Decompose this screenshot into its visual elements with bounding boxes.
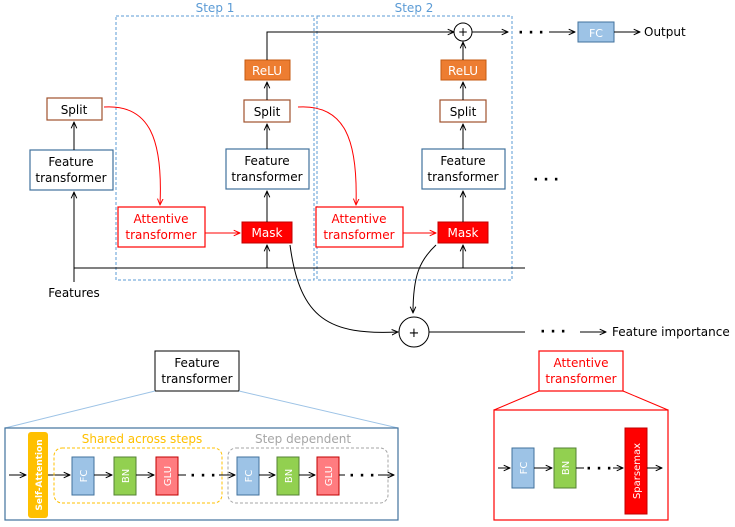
attentive-transformer-label-1a: Attentive <box>134 212 189 226</box>
ft-fc-label-1: FC <box>79 470 90 483</box>
arrow-split1-at2 <box>297 106 356 205</box>
detail-feature-zoom-left <box>4 390 156 429</box>
step-continue-ellipsis: · · · <box>533 172 559 188</box>
detail-attentive-title-b: transformer <box>545 372 616 386</box>
feature-transformer-box-2 <box>421 148 506 190</box>
feature-transformer-label-2b: transformer <box>427 170 498 184</box>
feature-importance-label: Feature importance <box>612 325 730 339</box>
feature-transformer-label-2a: Feature <box>440 154 485 168</box>
mask-label-1: Mask <box>252 226 283 240</box>
sparsemax-label: Sparsemax <box>632 443 643 499</box>
ft-fc-block-1 <box>71 456 95 496</box>
split-label-1: Split <box>254 105 281 119</box>
relu-label-1: ReLU <box>252 64 282 78</box>
shared-steps-label: Shared across steps <box>82 432 203 446</box>
self-attention-label: Self-Attention <box>35 439 45 510</box>
step-dependent-label: Step dependent <box>255 432 351 446</box>
fc-output-label: FC <box>589 27 603 40</box>
attentive-transformer-label-2a: Attentive <box>332 212 387 226</box>
ft-bn-label-1: BN <box>121 469 132 483</box>
split-box-0 <box>46 97 103 121</box>
sparsemax-block <box>624 427 648 515</box>
importance-sum-symbol: + <box>409 326 420 341</box>
features-label: Features <box>48 286 100 300</box>
feature-transformer-label-1a: Feature <box>244 154 289 168</box>
split-label-0: Split <box>61 103 88 117</box>
arrow-mask2-importance <box>413 244 437 313</box>
ft-fc-block-2 <box>236 456 260 496</box>
at-ellipsis: · · · <box>586 461 612 477</box>
ft-fc-label-2: FC <box>244 470 255 483</box>
attentive-transformer-label-1b: transformer <box>125 228 196 242</box>
ft-bn-label-2: BN <box>284 469 295 483</box>
arrow-split0-at1 <box>103 106 160 205</box>
attentive-transformer-box-1 <box>117 206 206 248</box>
ft-ellipsis-1: · · · <box>190 468 216 484</box>
ft-ellipsis-2: · · · <box>349 468 375 484</box>
ft-glu-label-2: GLU <box>324 466 335 486</box>
arrow-mask1-importance <box>289 244 398 332</box>
step1-label: Step 1 <box>196 1 235 15</box>
output-label: Output <box>644 25 686 39</box>
attentive-transformer-label-2b: transformer <box>323 228 394 242</box>
mask-label-2: Mask <box>448 226 479 240</box>
step2-frame <box>316 15 513 281</box>
detail-feature-title-box <box>154 350 240 392</box>
step1-frame <box>115 15 315 281</box>
relu-label-2: ReLU <box>448 64 478 78</box>
at-bn-label: BN <box>561 461 572 475</box>
detail-attentive-zoom-left <box>493 390 540 411</box>
arrow-relu1-sum <box>266 32 454 60</box>
step2-label: Step 2 <box>395 1 434 15</box>
ft-glu-label-1: GLU <box>163 466 174 486</box>
detail-feature-title-a: Feature <box>174 356 219 370</box>
ft-bn-block-2 <box>276 456 300 496</box>
feature-transformer-box-0 <box>29 149 114 191</box>
shared-steps-frame <box>53 447 223 504</box>
split-label-2: Split <box>450 105 477 119</box>
at-fc-label: FC <box>519 462 530 475</box>
detail-attentive-zoom-right <box>622 390 669 411</box>
feature-transformer-label-0a: Feature <box>48 155 93 169</box>
self-attention-box <box>28 432 48 518</box>
output-ellipsis: · · · <box>518 25 544 41</box>
detail-attentive-title-a: Attentive <box>554 356 609 370</box>
detail-feature-zoom-right <box>238 390 399 429</box>
attentive-transformer-box-2 <box>315 206 404 248</box>
ft-glu-block-1 <box>155 456 179 496</box>
output-sum-symbol: + <box>458 25 468 39</box>
feature-transformer-label-0b: transformer <box>35 171 106 185</box>
ft-bn-block-1 <box>113 456 137 496</box>
feature-transformer-label-1b: transformer <box>231 170 302 184</box>
detail-attentive-title-box <box>538 350 624 392</box>
detail-feature-title-b: transformer <box>161 372 232 386</box>
ft-glu-block-2 <box>316 456 340 496</box>
importance-ellipsis: · · · <box>540 324 566 340</box>
